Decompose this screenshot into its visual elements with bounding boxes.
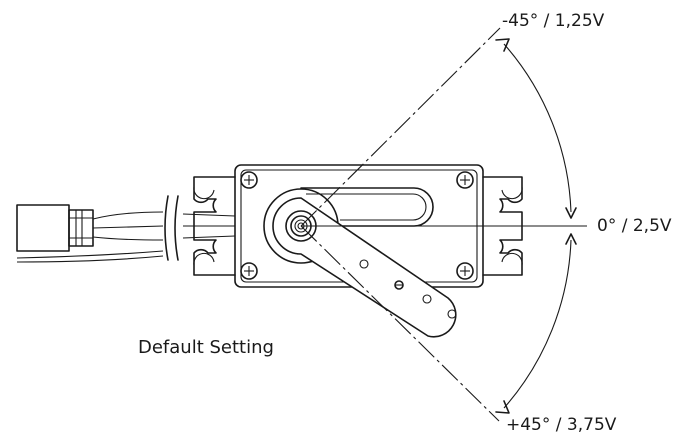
mounting-ear-left [193, 176, 236, 276]
label-default-setting: Default Setting [138, 337, 274, 358]
rotation-range-arc [495, 38, 577, 414]
label-plus45: +45° / 3,75V [506, 415, 617, 435]
arrow-mid-down-icon [565, 233, 577, 245]
label-minus45: -45° / 1,25V [502, 11, 605, 31]
arrow-top-icon [495, 38, 510, 52]
connector-plug [16, 204, 94, 252]
label-zero: 0° / 2,5V [597, 216, 672, 236]
arrow-bottom-icon [495, 400, 510, 414]
servo-cable [16, 195, 236, 263]
arrow-mid-up-icon [565, 207, 577, 219]
angle-center-lines [300, 27, 587, 422]
corner-screws [240, 171, 474, 280]
servo-horn [272, 197, 457, 338]
